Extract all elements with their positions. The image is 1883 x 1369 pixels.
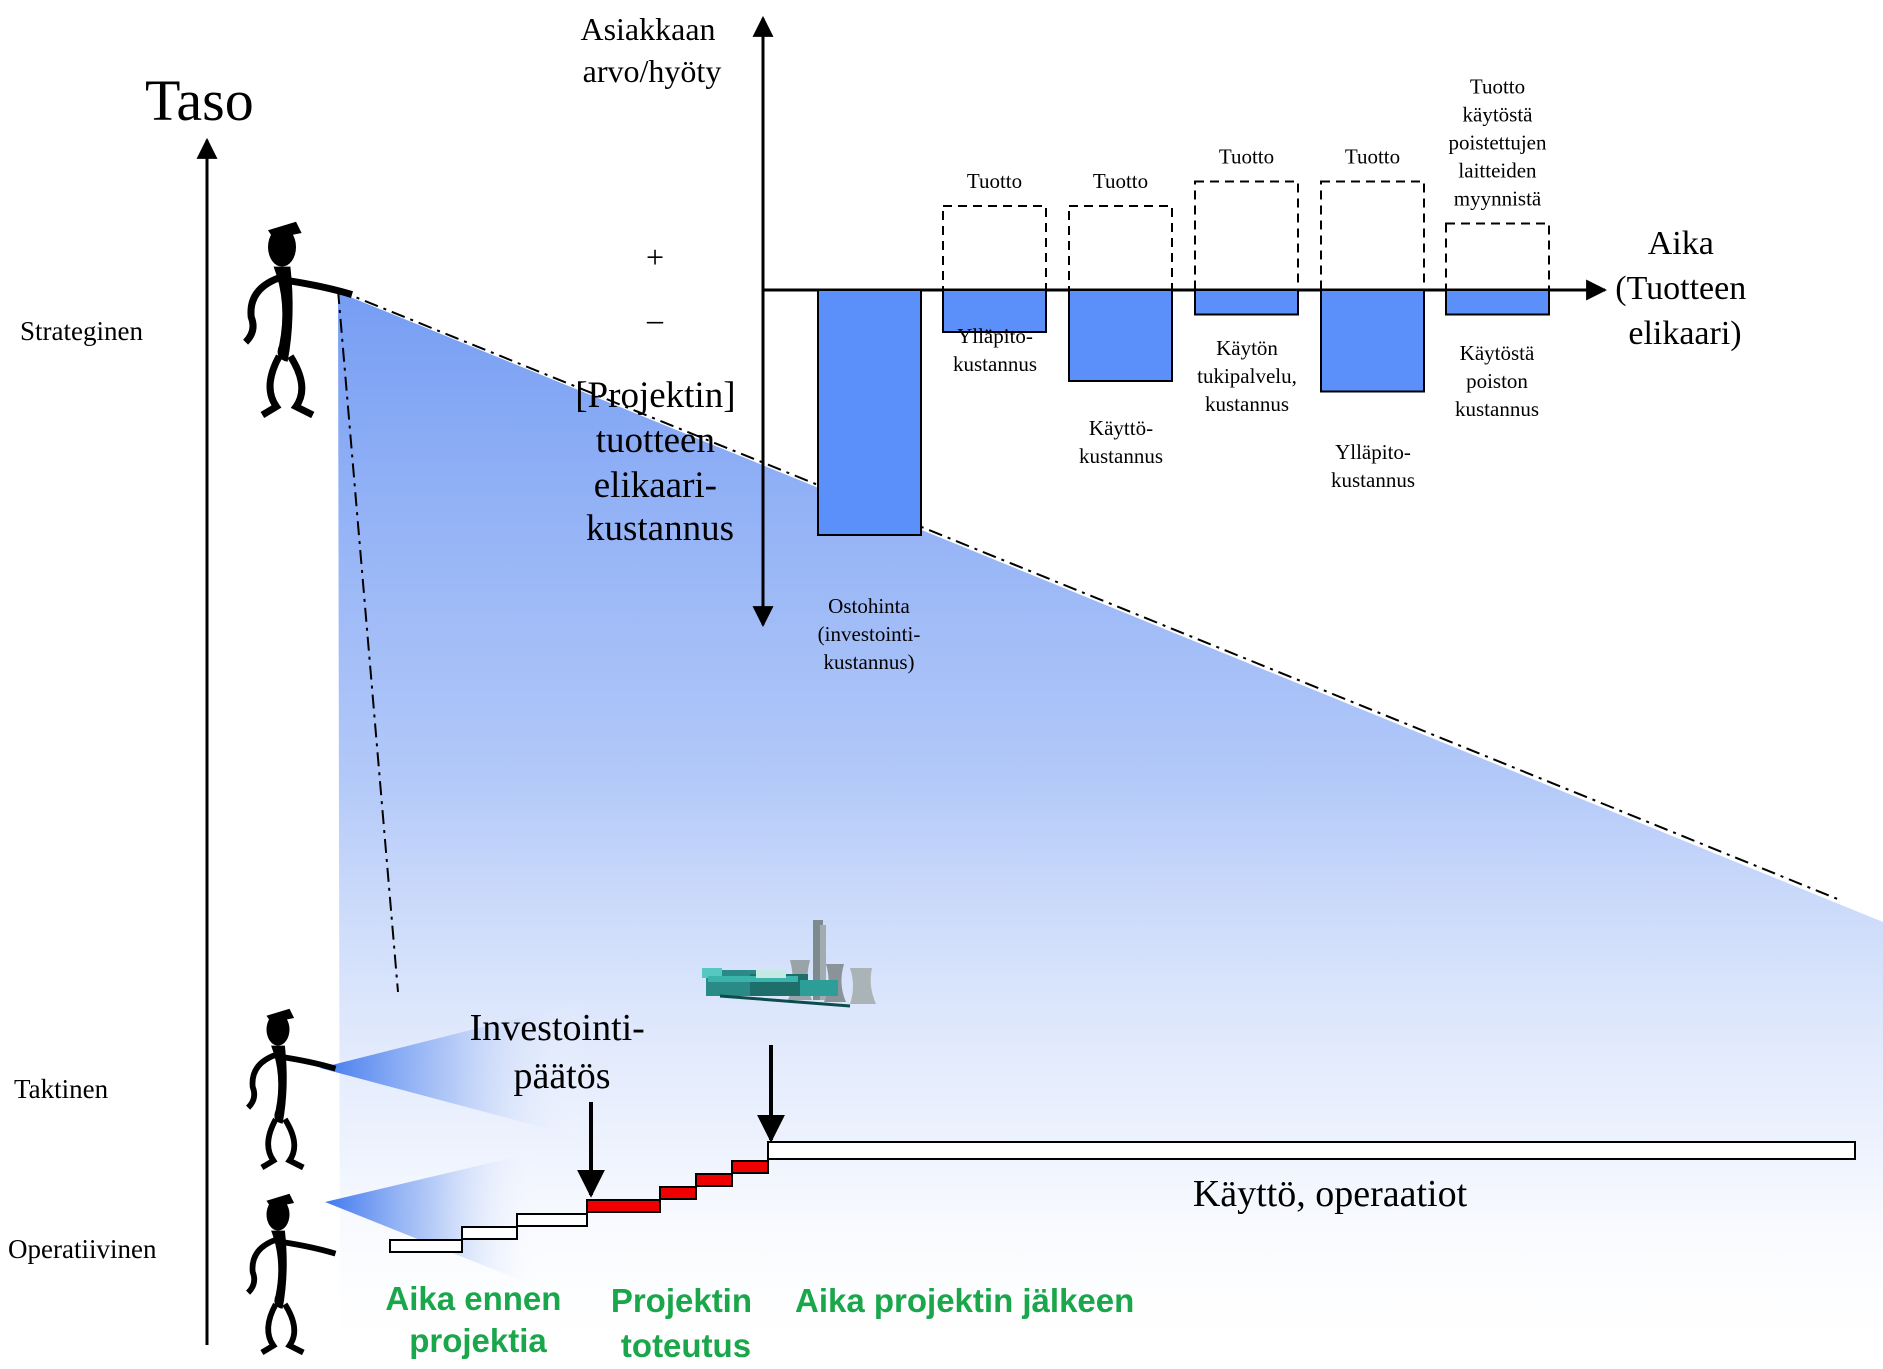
cost-bar	[1068, 289, 1173, 382]
investment-decision-label: Investointi- päätös	[470, 1007, 655, 1097]
operational-view-beam	[325, 1150, 545, 1290]
time-axis-label: Aika (Tuotteen elikaari)	[1615, 225, 1754, 352]
lifecycle-cost-label: [Projektin] tuotteen elikaari- kustannus	[575, 375, 745, 549]
income-bar-label: Tuotto	[967, 169, 1022, 193]
tactical-view-beam	[320, 1000, 590, 1140]
income-bar	[1068, 205, 1173, 291]
level-axis-label: Taso	[145, 68, 254, 133]
cost-bar	[1320, 289, 1425, 393]
income-bar	[942, 205, 1047, 291]
cost-bar-label: Käyttö-kustannus	[1079, 416, 1163, 468]
pre-project-steps	[389, 1213, 588, 1253]
level-strategic: Strateginen	[20, 316, 143, 346]
beam-boundary-upper	[337, 289, 1841, 901]
phase-project-execution: Projektin toteutus	[611, 1282, 761, 1364]
cost-bar-label: Ylläpito-kustannus	[1331, 440, 1415, 492]
cost-bar-label: Ylläpito-kustannus	[953, 324, 1037, 376]
person-pointing-icon	[248, 1194, 335, 1353]
beam-boundary-left	[337, 289, 399, 993]
phase-after-project: Aika projektin jälkeen	[795, 1282, 1134, 1319]
income-bar	[1194, 180, 1299, 291]
level-operational: Operatiivinen	[8, 1234, 157, 1264]
plus-sign: +	[646, 239, 664, 275]
cost-bar	[817, 289, 922, 536]
income-bar-label: Tuotto	[1219, 145, 1274, 169]
income-bar-label: Tuotto	[1093, 169, 1148, 193]
income-bar	[1445, 222, 1550, 291]
level-tactical: Taktinen	[14, 1074, 109, 1104]
income-bar-label: Tuotto	[1345, 145, 1400, 169]
phase-before-project: Aika ennen projektia	[385, 1280, 570, 1359]
operation-label: Käyttö, operaatiot	[1193, 1173, 1468, 1215]
income-bar	[1320, 180, 1425, 291]
person-pointing-icon	[246, 222, 352, 415]
strategic-view-beam	[338, 292, 1883, 1369]
value-axis-label: Asiakkaan arvo/hyöty	[580, 11, 723, 89]
power-plant-icon	[702, 920, 876, 1008]
cost-bar-label: Ostohinta(investointi-kustannus)	[818, 594, 921, 674]
cost-bar	[1194, 289, 1299, 316]
operation-phase-bar	[767, 1141, 1856, 1160]
minus-sign: –	[646, 301, 664, 337]
cost-bar	[1445, 289, 1550, 316]
person-pointing-icon	[248, 1009, 335, 1168]
project-steps	[586, 1160, 769, 1213]
cost-bar	[942, 289, 1047, 333]
